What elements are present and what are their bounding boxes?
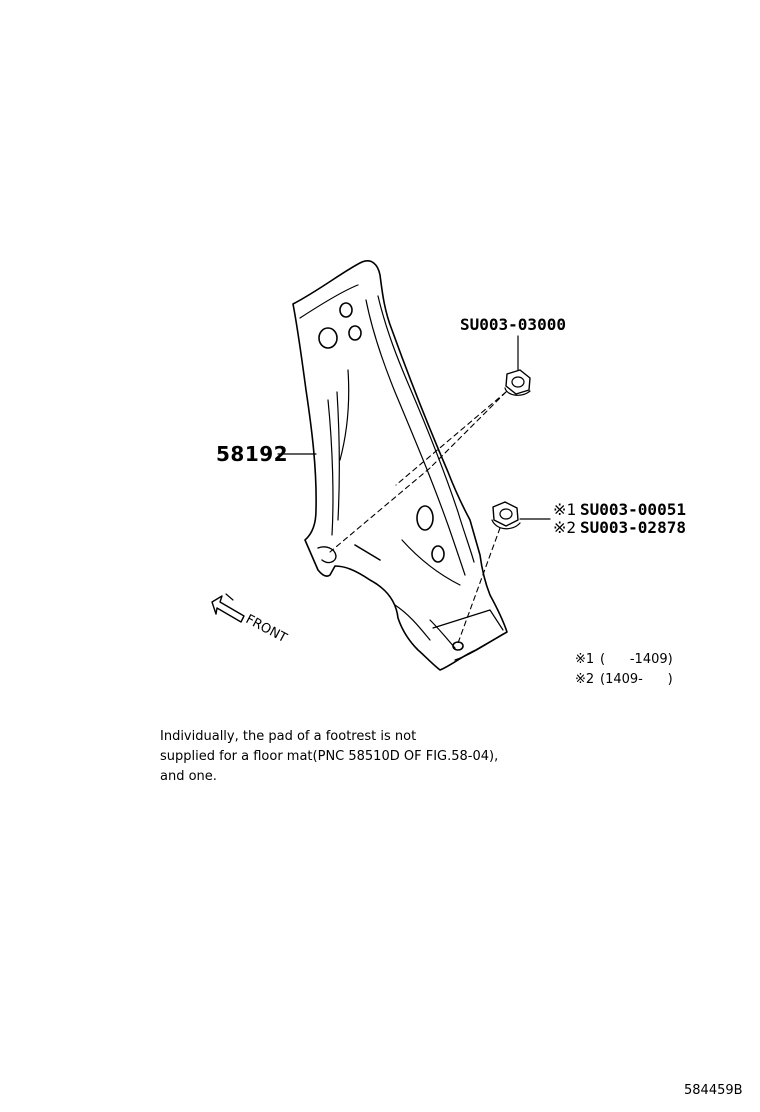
figure-id: 584459B	[684, 1083, 743, 1098]
nut-top	[504, 369, 531, 396]
assembly-lines	[329, 391, 507, 644]
leader-lines	[277, 335, 551, 520]
footnote-1-mark: ※1	[575, 652, 595, 667]
footnote-2-range: (1409- )	[600, 672, 673, 687]
part-number-nut-bottom-2: SU003-02878	[580, 518, 686, 537]
note-line-3: and one.	[160, 769, 217, 784]
part-mark-2: ※2	[553, 518, 577, 537]
part-mark-1: ※1	[553, 500, 577, 519]
nut-bottom	[491, 501, 521, 530]
note-line-1: Individually, the pad of a footrest is n…	[160, 729, 417, 744]
note-line-2: supplied for a floor mat(PNC 58510D OF F…	[160, 749, 499, 764]
footrest-bracket	[292, 260, 508, 671]
footnote-2-mark: ※2	[575, 672, 595, 687]
front-arrow-icon	[211, 593, 245, 623]
footnote-1-range: ( -1409)	[600, 652, 673, 667]
part-number-58192: 58192	[216, 442, 289, 466]
part-number-nut-bottom-1: SU003-00051	[580, 500, 686, 519]
part-number-nut-top: SU003-03000	[460, 315, 566, 334]
